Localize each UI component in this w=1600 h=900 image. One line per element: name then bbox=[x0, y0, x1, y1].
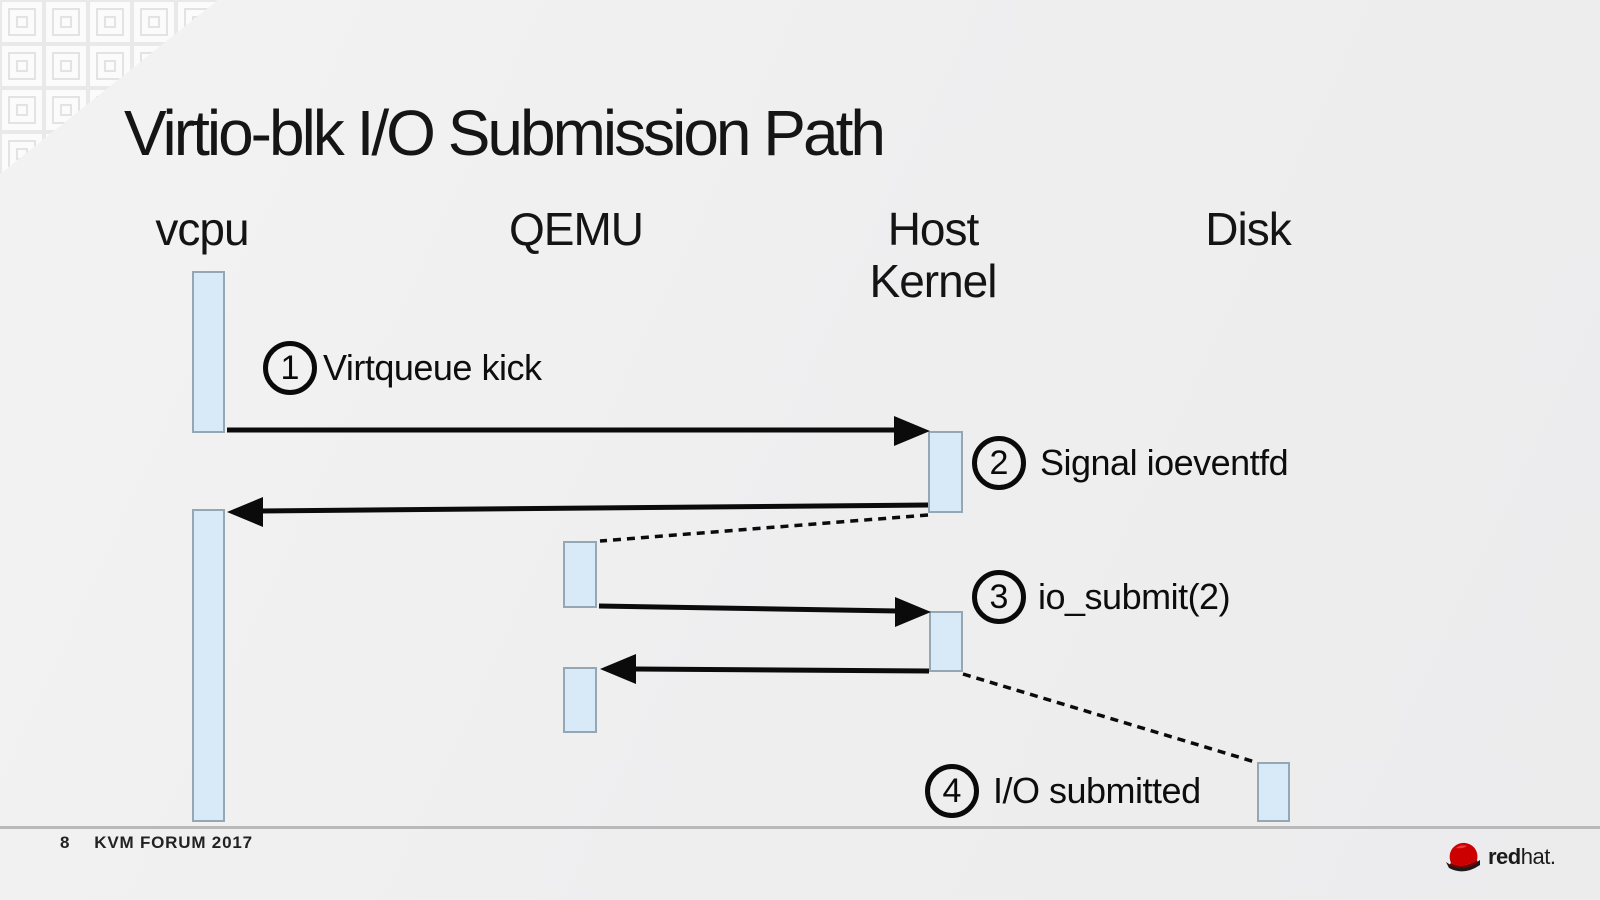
arrow-io-submit-return-head bbox=[600, 654, 636, 684]
step-2-number-badge: 2 bbox=[972, 436, 1026, 490]
arrow-virtqueue-kick-head bbox=[894, 416, 930, 446]
step-1-label: Virtqueue kick bbox=[323, 347, 542, 388]
dotted-link-hostkernel-qemu bbox=[599, 513, 929, 543]
arrow-io-submit-head bbox=[895, 597, 931, 627]
dotted-link-hostkernel-disk bbox=[962, 672, 1256, 764]
activation-host-kernel-2 bbox=[929, 611, 963, 672]
activation-host-kernel-1 bbox=[928, 431, 963, 513]
step-3-annotation: 3 io_submit(2) bbox=[972, 570, 1231, 624]
step-3-number-badge: 3 bbox=[972, 570, 1026, 624]
step-4-annotation: 4 I/O submitted bbox=[925, 764, 1201, 818]
activation-qemu-2 bbox=[563, 667, 597, 733]
activation-vcpu-2 bbox=[192, 509, 225, 822]
redhat-logo: redhat. bbox=[1443, 839, 1556, 875]
arrow-io-submit-shaft bbox=[598, 603, 900, 614]
step-1-annotation: 1 Virtqueue kick bbox=[263, 341, 542, 395]
lane-label-vcpu: vcpu bbox=[155, 203, 249, 255]
arrow-signal-return-shaft bbox=[259, 502, 929, 514]
footer-divider bbox=[0, 826, 1600, 829]
footer-event-name: KVM FORUM 2017 bbox=[94, 833, 253, 852]
lane-label-disk: Disk bbox=[1205, 203, 1291, 255]
step-3-label: io_submit(2) bbox=[1038, 576, 1231, 617]
arrow-io-submit-return-shaft bbox=[631, 666, 930, 674]
activation-vcpu-1 bbox=[192, 271, 225, 433]
redhat-hat-icon bbox=[1446, 842, 1480, 872]
lane-label-host-kernel: Host Kernel bbox=[869, 203, 998, 307]
activation-qemu-1 bbox=[563, 541, 597, 608]
step-4-label: I/O submitted bbox=[993, 770, 1201, 811]
step-2-annotation: 2 Signal ioeventfd bbox=[972, 436, 1289, 490]
redhat-wordmark: redhat. bbox=[1488, 844, 1556, 870]
activation-disk bbox=[1257, 762, 1290, 822]
step-4-number-badge: 4 bbox=[925, 764, 979, 818]
arrow-signal-return-head bbox=[227, 497, 263, 527]
redhat-wordmark-red: red bbox=[1488, 844, 1521, 869]
page-number: 8 bbox=[60, 833, 71, 852]
step-2-label: Signal ioeventfd bbox=[1040, 442, 1289, 483]
footer: 8 KVM FORUM 2017 bbox=[60, 833, 253, 853]
redhat-wordmark-hat: hat. bbox=[1520, 844, 1556, 869]
step-1-number-badge: 1 bbox=[263, 341, 317, 395]
slide-title: Virtio-blk I/O Submission Path bbox=[124, 97, 886, 169]
lane-label-qemu: QEMU bbox=[509, 203, 644, 255]
